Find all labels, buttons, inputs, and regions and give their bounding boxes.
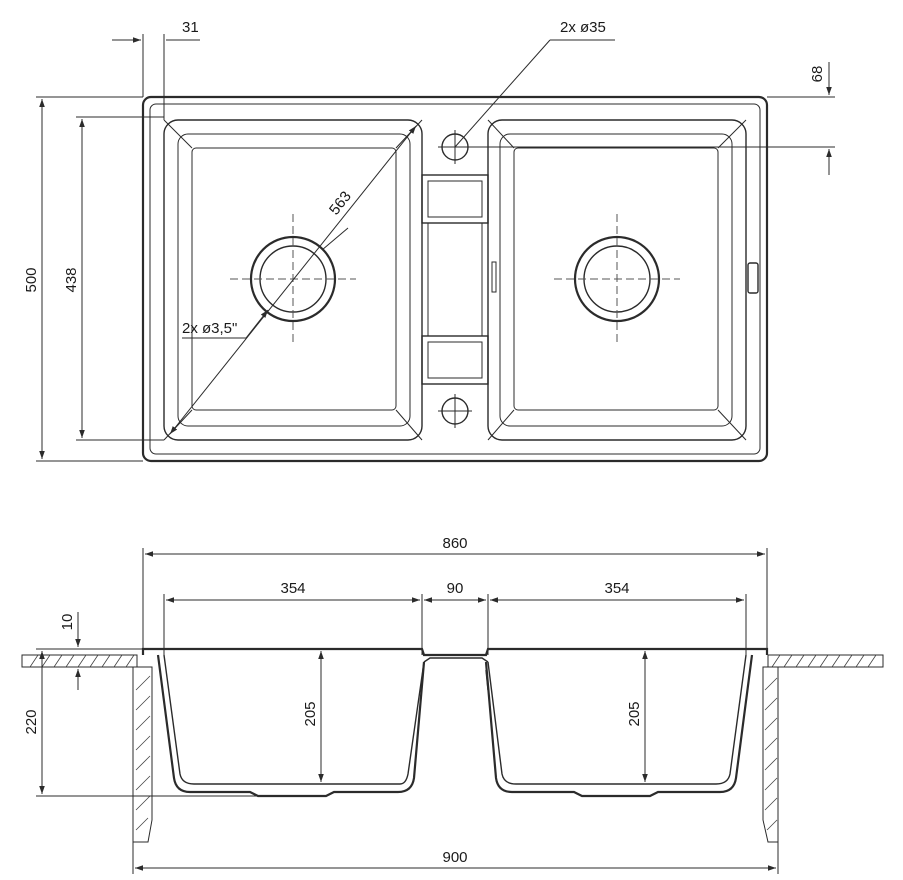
dim-middle-width-label: 90 (447, 580, 464, 597)
dim-tap-hole-offset-label: 68 (809, 66, 826, 83)
dim-offset-left: 31 (112, 19, 200, 120)
dim-left-bowl-width-label: 354 (280, 580, 305, 597)
dim-tap-holes-label: 2x ø35 (560, 19, 606, 36)
side-view: 860 354 90 354 10 220 (21, 535, 884, 874)
dim-tap-holes: 2x ø35 (454, 19, 615, 148)
sink-profile (141, 647, 769, 798)
dim-cabinet-width-label: 900 (442, 849, 467, 866)
countertop-right (767, 654, 884, 668)
right-bowl-top (487, 119, 747, 441)
cabinet-wall-right (762, 666, 779, 843)
dim-overall-depth: 500 (23, 96, 143, 462)
dim-bowl-widths: 354 90 354 (163, 580, 747, 655)
sink-outer-rim (141, 95, 769, 463)
dim-left-bowl-depth-label: 205 (302, 701, 319, 726)
dim-rim-thickness-label: 10 (59, 614, 76, 631)
dim-left-bowl-depth: 205 (302, 651, 324, 782)
dim-rim-thickness: 10 (59, 612, 81, 690)
top-view: 500 438 31 2x ø35 68 (23, 19, 835, 463)
dim-right-bowl-width-label: 354 (604, 580, 629, 597)
sink-inner-rim (149, 103, 761, 455)
left-drain (230, 214, 356, 344)
dim-overall-depth-label: 500 (23, 267, 40, 292)
dim-total-height-label: 220 (23, 709, 40, 734)
dim-tap-hole-offset: 68 (470, 62, 835, 175)
dim-diagonal-label: 563 (326, 188, 355, 218)
overflow-slot (747, 262, 759, 294)
dim-offset-left-label: 31 (182, 19, 199, 36)
dim-drain-holes: 2x ø3,5" (182, 309, 269, 339)
dim-right-bowl-depth: 205 (626, 651, 648, 782)
dim-bowl-depth: 438 (63, 116, 164, 441)
countertop-left (21, 654, 138, 668)
dim-overall-width-label: 860 (442, 535, 467, 552)
dim-cabinet-width: 900 (132, 842, 779, 874)
dim-bowl-depth-label: 438 (63, 267, 80, 292)
dim-overall-width: 860 (142, 535, 768, 649)
cabinet-wall-left (132, 666, 153, 843)
dim-total-height: 220 (23, 648, 258, 797)
middle-section-top (421, 130, 497, 428)
right-drain (554, 214, 680, 344)
dim-diagonal: 563 (169, 125, 417, 435)
dim-right-bowl-depth-label: 205 (626, 701, 643, 726)
dim-drain-holes-label: 2x ø3,5" (182, 320, 237, 337)
